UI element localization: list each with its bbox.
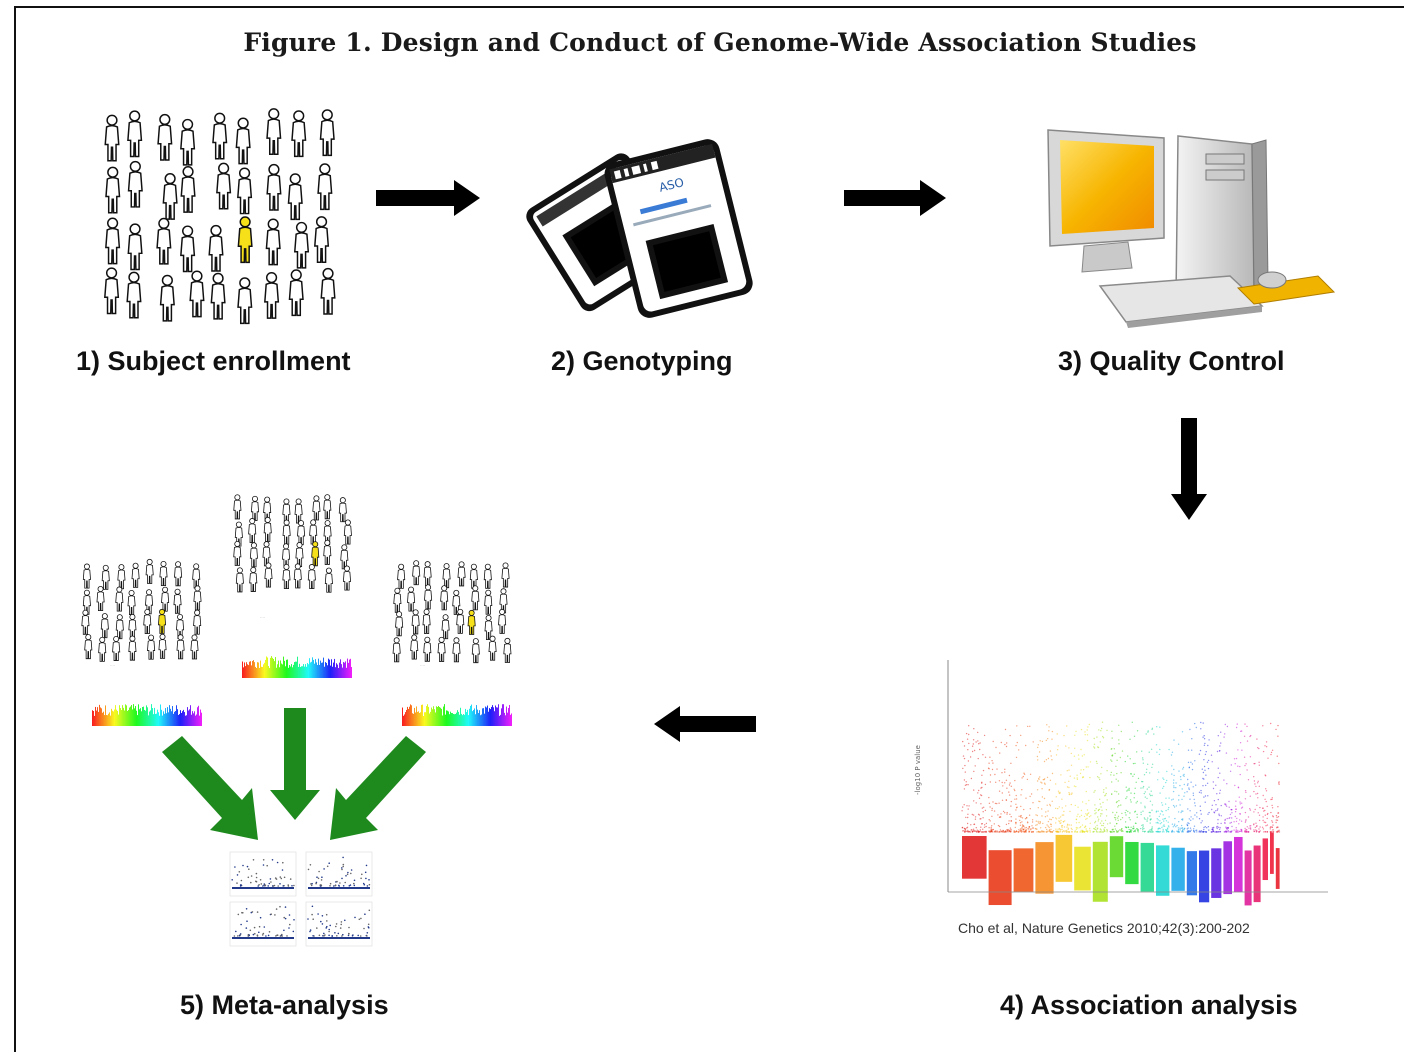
step-label-association-analysis: 4) Association analysis (1000, 990, 1298, 1020)
arrow-right-icon (376, 180, 480, 216)
green-arrow-icon (330, 736, 426, 840)
svg-text:ASO: ASO (658, 175, 686, 195)
step-label-meta-analysis: 5) Meta-analysis (180, 990, 389, 1020)
figure-frame (14, 6, 1404, 1052)
computer-icon (1047, 129, 1336, 328)
arrow-right-icon (844, 180, 946, 216)
meta-result-plots (229, 851, 373, 947)
figure-title: Figure 1. Design and Conduct of Genome-W… (243, 28, 1197, 57)
step-label-subject-enrollment: 1) Subject enrollment (76, 346, 351, 376)
manhattan-plot-icon: -log10 P value (914, 660, 1328, 906)
svg-text:....: .... (110, 662, 115, 667)
meta-arrows (162, 708, 426, 840)
svg-text:....: .... (420, 662, 425, 667)
study-panel: .... (81, 558, 202, 726)
step-label-quality-control: 3) Quality Control (1058, 346, 1285, 376)
study-panel: .... (233, 494, 352, 678)
genotyping-chip-icon: ASO (526, 139, 753, 318)
green-arrow-icon (270, 708, 320, 820)
crowd-icon (104, 108, 336, 325)
study-panel: .... (392, 560, 512, 726)
manhattan-ylabel: -log10 P value (914, 745, 922, 795)
svg-text:....: .... (260, 614, 265, 619)
arrow-left-icon (654, 706, 756, 742)
step-label-genotyping: 2) Genotyping (551, 346, 733, 376)
arrow-down-icon (1171, 418, 1207, 520)
citation: Cho et al, Nature Genetics 2010;42(3):20… (958, 920, 1250, 936)
green-arrow-icon (162, 736, 258, 840)
